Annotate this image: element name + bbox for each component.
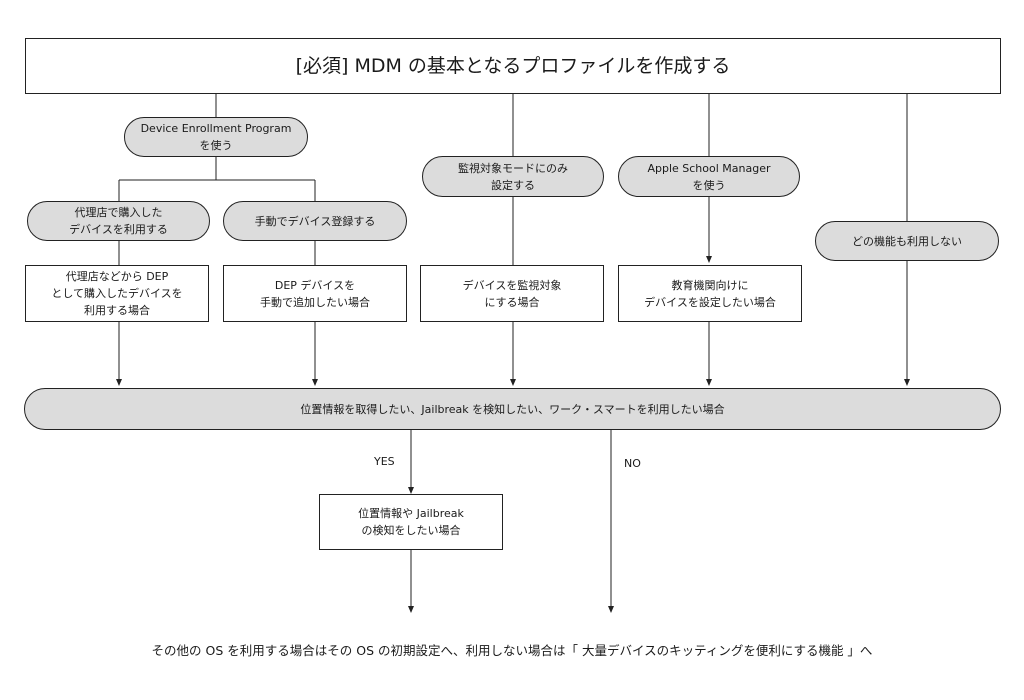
branch-asm: Apple School Manager を使う	[618, 156, 800, 197]
subbranch-manual-line-1: 手動でデバイス登録する	[254, 214, 376, 228]
title-text: [必須] MDM の基本となるプロファイルを作成する	[295, 55, 731, 77]
case-reseller-line-1: 代理店などから DEP	[65, 270, 169, 283]
branch-supervised-line-1: 監視対象モードにのみ	[458, 161, 568, 175]
yes-label: YES	[374, 455, 395, 468]
case-supervised-line-1: デバイスを監視対象	[462, 278, 562, 292]
case-manual-line-2: 手動で追加したい場合	[260, 295, 370, 309]
branch-supervised-line-2: 設定する	[491, 178, 535, 192]
subbranch-reseller-line-1: 代理店で購入した	[74, 206, 163, 219]
branch-asm-line-1: Apple School Manager	[647, 161, 771, 175]
case-reseller-line-3: 利用する場合	[84, 304, 150, 317]
case-reseller-line-2: として購入したデバイスを	[51, 287, 183, 300]
case-asm-line-2: デバイスを設定したい場合	[644, 295, 776, 309]
question-text: 位置情報を取得したい、Jailbreak を検知したい、ワーク・スマートを利用し…	[300, 402, 725, 416]
case-manual-line-1: DEP デバイスを	[274, 278, 356, 292]
case-asm: 教育機関向けに デバイスを設定したい場合	[618, 265, 802, 322]
case-reseller: 代理店などから DEP として購入したデバイスを 利用する場合	[25, 265, 209, 322]
branch-dep-line-1: Device Enrollment Program	[140, 122, 292, 135]
branch-asm-line-2: を使う	[692, 178, 726, 192]
footer-text: その他の OS を利用する場合はその OS の初期設定へ、利用しない場合は「 大…	[151, 643, 873, 658]
yes-box-line-2: の検知をしたい場合	[361, 524, 461, 537]
case-supervised: デバイスを監視対象 にする場合	[420, 265, 604, 322]
yes-box: 位置情報や Jailbreak の検知をしたい場合	[319, 494, 503, 550]
subbranch-reseller-line-2: デバイスを利用する	[69, 223, 168, 236]
no-label: NO	[624, 457, 641, 470]
question-bar: 位置情報を取得したい、Jailbreak を検知したい、ワーク・スマートを利用し…	[24, 388, 1001, 430]
case-manual: DEP デバイスを 手動で追加したい場合	[223, 265, 407, 322]
branch-dep-line-2: を使う	[199, 139, 233, 152]
branch-none: どの機能も利用しない	[815, 221, 999, 261]
yes-box-line-1: 位置情報や Jailbreak	[358, 507, 464, 520]
branch-supervised: 監視対象モードにのみ 設定する	[422, 156, 604, 197]
subbranch-manual: 手動でデバイス登録する	[223, 201, 407, 241]
branch-dep: Device Enrollment Program を使う	[124, 117, 308, 157]
branch-none-line-1: どの機能も利用しない	[852, 234, 962, 248]
case-supervised-line-2: にする場合	[484, 295, 540, 309]
case-asm-line-1: 教育機関向けに	[671, 278, 749, 292]
title-box: [必須] MDM の基本となるプロファイルを作成する	[25, 38, 1001, 94]
subbranch-reseller: 代理店で購入した デバイスを利用する	[27, 201, 210, 241]
